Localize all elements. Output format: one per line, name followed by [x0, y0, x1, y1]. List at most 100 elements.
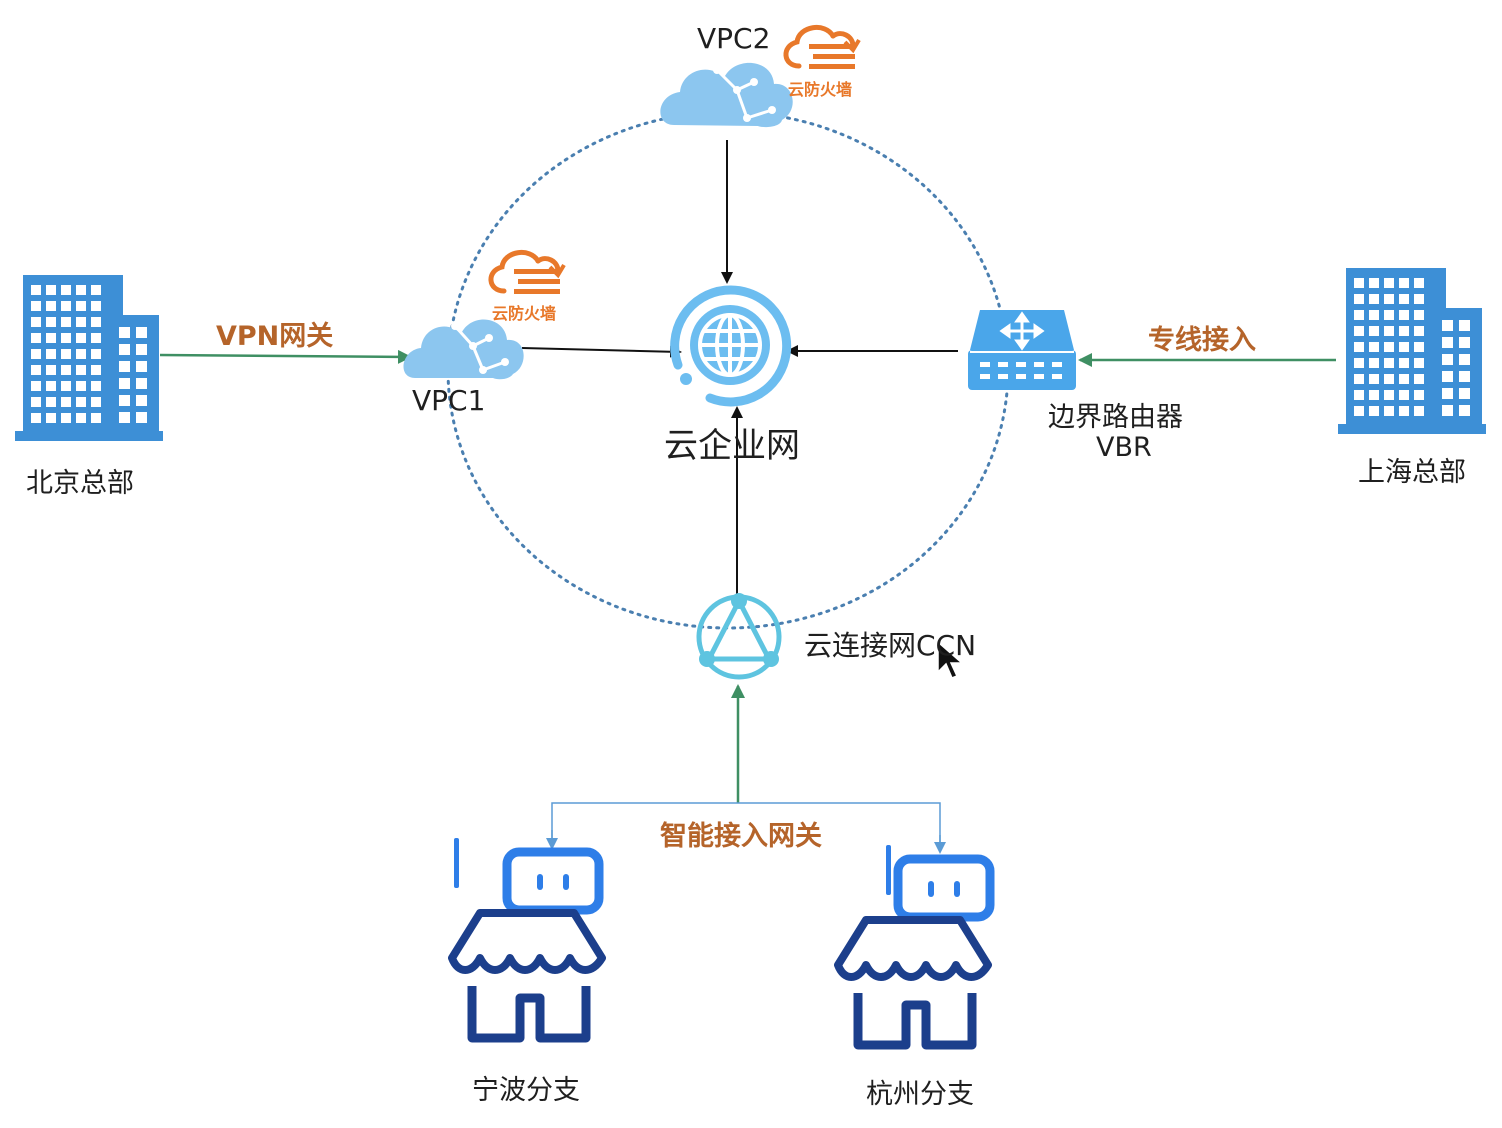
hangzhou-shop-icon: [834, 845, 995, 1050]
beijing-building-icon: [15, 275, 163, 441]
building-window: [1442, 354, 1453, 365]
building-window: [1399, 294, 1409, 304]
building-window: [1369, 294, 1379, 304]
building-window: [1459, 405, 1470, 416]
building-window: [61, 333, 71, 343]
building-window: [136, 327, 147, 338]
building-window: [76, 413, 86, 423]
building-window: [76, 365, 86, 375]
building-window: [119, 412, 130, 423]
building-window: [1459, 371, 1470, 382]
building-window: [1369, 374, 1379, 384]
building-window: [1384, 310, 1394, 320]
building-window: [1354, 374, 1364, 384]
ccn-icon: [696, 593, 782, 680]
building-window: [1369, 390, 1379, 400]
building-window: [46, 397, 56, 407]
building-window: [46, 413, 56, 423]
vbr-label-line2: VBR: [1096, 432, 1152, 463]
building-window: [1459, 337, 1470, 348]
building-window: [31, 317, 41, 327]
building-window: [91, 349, 101, 359]
building-window: [1384, 326, 1394, 336]
building-window: [91, 333, 101, 343]
building-window: [76, 301, 86, 311]
building-window: [76, 397, 86, 407]
dedicated-line-label: 专线接入: [1148, 325, 1256, 356]
building-window: [31, 333, 41, 343]
ningbo-label: 宁波分支: [472, 1075, 580, 1106]
ccn-label: 云连接网CCN: [804, 629, 977, 662]
building-window: [1354, 278, 1364, 288]
cen-globe-icon: [670, 285, 792, 407]
vpc2-label: VPC2: [697, 22, 771, 55]
building-window: [119, 327, 130, 338]
building-window: [1399, 390, 1409, 400]
building-window: [1399, 406, 1409, 416]
vpc1-label: VPC1: [412, 384, 486, 417]
building-window: [76, 349, 86, 359]
mouse-cursor-icon: [937, 640, 964, 679]
building-window: [136, 412, 147, 423]
vpc1-cloud-icon: [403, 319, 524, 380]
building-window: [136, 378, 147, 389]
building-window: [91, 381, 101, 391]
building-window: [119, 378, 130, 389]
building-window: [1369, 310, 1379, 320]
vpc1-firewall-label: 云防火墙: [492, 304, 557, 323]
building-window: [1459, 388, 1470, 399]
building-window: [1354, 342, 1364, 352]
building-window: [91, 317, 101, 327]
building-window: [1459, 354, 1470, 365]
building-window: [46, 349, 56, 359]
building-window: [31, 301, 41, 311]
building-window: [119, 361, 130, 372]
building-window: [61, 317, 71, 327]
vpn-link-arrow: [159, 349, 412, 364]
branch-split-line: [551, 802, 941, 850]
building-window: [1369, 278, 1379, 288]
building-window: [1414, 358, 1424, 368]
building-window: [1384, 278, 1394, 288]
building-window: [1442, 388, 1453, 399]
building-window: [31, 349, 41, 359]
building-window: [1442, 320, 1453, 331]
vpc2-cloud-icon: [660, 62, 793, 128]
vpc2-firewall-label: 云防火墙: [788, 80, 853, 99]
building-window: [1369, 406, 1379, 416]
building-window: [76, 381, 86, 391]
smart-gateway-label: 智能接入网关: [660, 821, 822, 852]
building-window: [31, 413, 41, 423]
building-window: [46, 301, 56, 311]
building-window: [61, 381, 71, 391]
vpc1-to-cen-arrow: [521, 345, 682, 358]
building-window: [1354, 390, 1364, 400]
vpc2-firewall-icon: [783, 25, 861, 69]
building-window: [61, 349, 71, 359]
building-window: [1384, 294, 1394, 304]
building-window: [61, 365, 71, 375]
shanghai-label: 上海总部: [1358, 457, 1466, 488]
building-window: [61, 397, 71, 407]
building-window: [136, 395, 147, 406]
building-window: [1384, 390, 1394, 400]
building-window: [119, 395, 130, 406]
building-window: [46, 381, 56, 391]
vbr-label-line1: 边界路由器: [1048, 402, 1183, 433]
building-window: [1414, 390, 1424, 400]
building-window: [1442, 337, 1453, 348]
building-window: [1399, 342, 1409, 352]
building-window: [1442, 405, 1453, 416]
building-window: [136, 361, 147, 372]
beijing-label: 北京总部: [26, 468, 134, 499]
vpc1-firewall-icon: [488, 250, 566, 294]
building-window: [1369, 358, 1379, 368]
building-window: [136, 344, 147, 355]
building-window: [1354, 294, 1364, 304]
building-window: [46, 285, 56, 295]
building-window: [1384, 358, 1394, 368]
building-window: [46, 317, 56, 327]
building-window: [1414, 342, 1424, 352]
building-window: [61, 413, 71, 423]
